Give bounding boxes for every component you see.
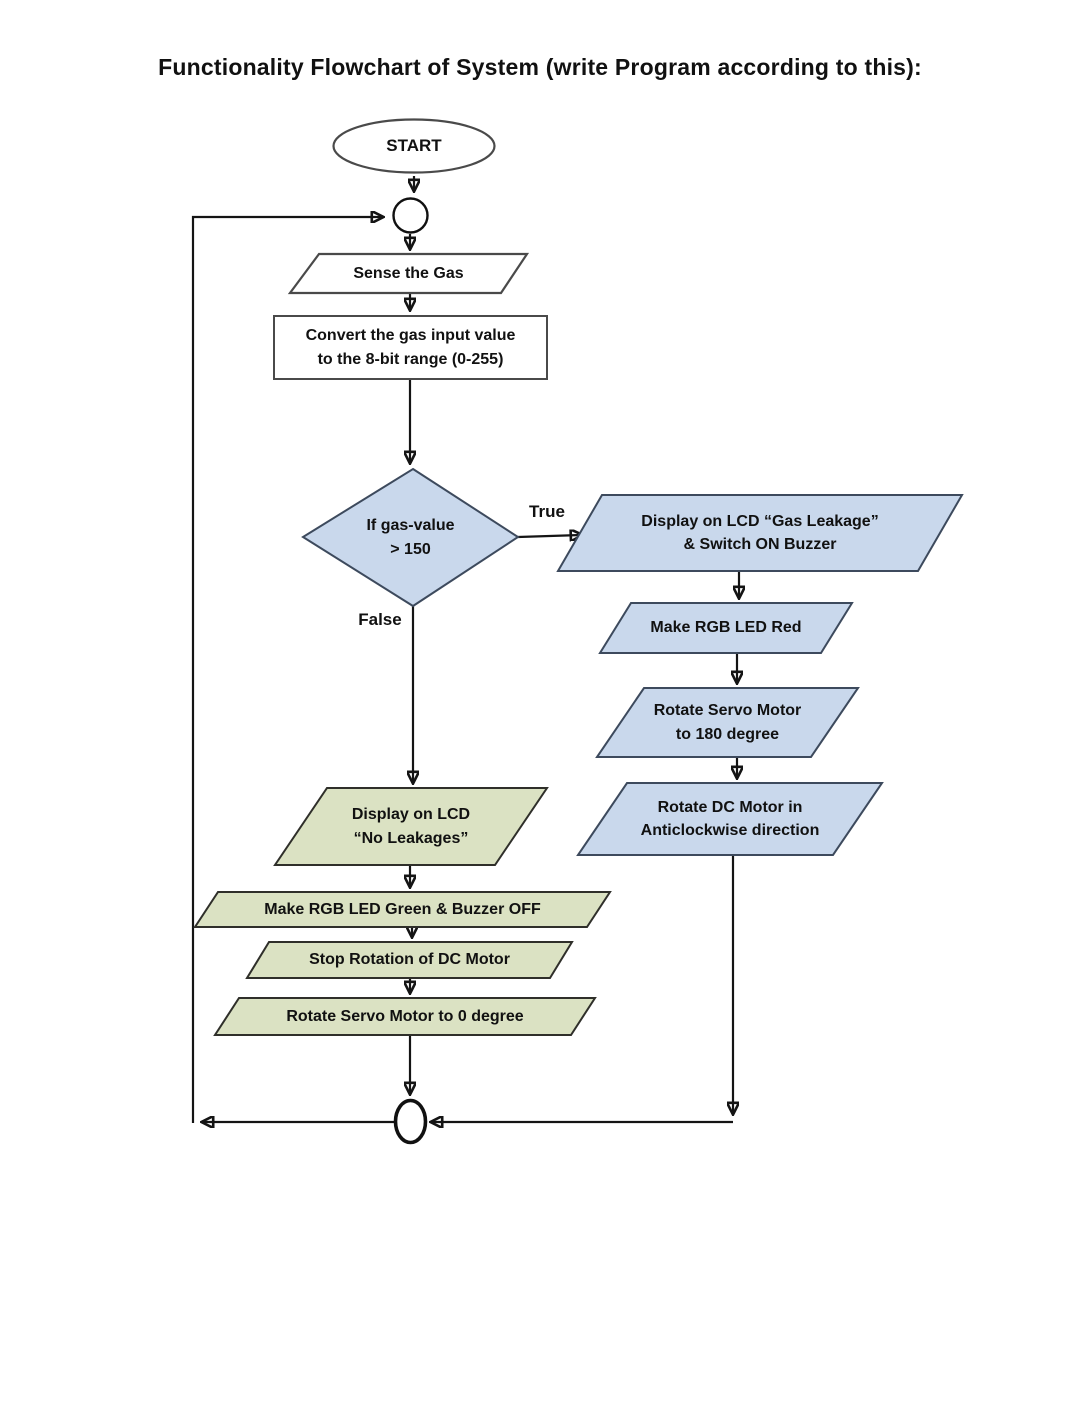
decision-diamond-shape	[301, 467, 520, 608]
connector-decision-true	[517, 535, 581, 537]
junction-connector-top	[392, 197, 429, 234]
node-servo-180: Rotate Servo Motor to 180 degree	[595, 687, 860, 758]
junction-top-circle-shape	[392, 197, 429, 234]
node-decision-label: If gas-value > 150	[366, 517, 455, 558]
node-rgb-led-green-label: Make RGB LED Green & Buzzer OFF	[264, 900, 541, 918]
node-sense-gas-label: Sense the Gas	[353, 264, 464, 282]
node-dc-motor-anticlockwise-label: Rotate DC Motor in Anticlockwise directi…	[640, 798, 820, 839]
node-decision-gas-value: If gas-value > 150	[301, 467, 520, 608]
node-stop-dc-motor-label: Stop Rotation of DC Motor	[309, 951, 510, 969]
start-terminator-shape	[332, 118, 496, 174]
node-rgb-led-red-label: Make RGB LED Red	[650, 619, 802, 637]
page-title: Functionality Flowchart of System (write…	[158, 54, 922, 80]
rgb-led-green-parallelogram-shape	[193, 891, 612, 928]
connector-feedback-left-up	[191, 217, 382, 1123]
node-lcd-no-leakages: Display on LCD “No Leakages”	[273, 787, 549, 866]
node-convert-8bit-label: Convert the gas input value to the 8-bit…	[305, 327, 516, 368]
sense-gas-parallelogram-shape	[287, 252, 530, 295]
node-rgb-led-green: Make RGB LED Green & Buzzer OFF	[193, 891, 612, 928]
rgb-led-red-parallelogram-shape	[598, 602, 854, 654]
node-lcd-no-leakages-label: Display on LCD “No Leakages”	[351, 806, 471, 847]
node-stop-dc-motor: Stop Rotation of DC Motor	[245, 941, 574, 979]
node-servo-0-label: Rotate Servo Motor to 0 degree	[286, 1007, 524, 1025]
merge-connector-bottom	[393, 1098, 428, 1145]
servo-0-parallelogram-shape	[213, 997, 597, 1036]
node-lcd-gas-leakage-label: Display on LCD “Gas Leakage” & Switch ON…	[641, 512, 879, 553]
node-servo-0: Rotate Servo Motor to 0 degree	[213, 997, 597, 1036]
node-convert-8bit: Convert the gas input value to the 8-bit…	[273, 315, 548, 380]
servo-180-parallelogram-shape	[595, 687, 860, 758]
dc-motor-anticlockwise-parallelogram-shape	[576, 782, 884, 856]
node-rgb-led-red: Make RGB LED Red	[598, 602, 854, 654]
branch-true-label: True	[529, 502, 565, 521]
node-servo-180-label: Rotate Servo Motor to 180 degree	[653, 702, 802, 743]
branch-false-label: False	[358, 610, 402, 629]
stop-dc-motor-parallelogram-shape	[245, 941, 574, 979]
merge-bottom-ellipse-shape	[393, 1098, 428, 1145]
lcd-no-leakages-parallelogram-shape	[273, 787, 549, 866]
lcd-gas-leakage-parallelogram-shape	[556, 494, 964, 572]
node-sense-gas: Sense the Gas	[287, 252, 530, 295]
node-start: START	[332, 118, 496, 174]
node-dc-motor-anticlockwise: Rotate DC Motor in Anticlockwise directi…	[576, 782, 884, 856]
node-lcd-gas-leakage: Display on LCD “Gas Leakage” & Switch ON…	[556, 494, 964, 572]
node-start-label: START	[386, 135, 442, 155]
